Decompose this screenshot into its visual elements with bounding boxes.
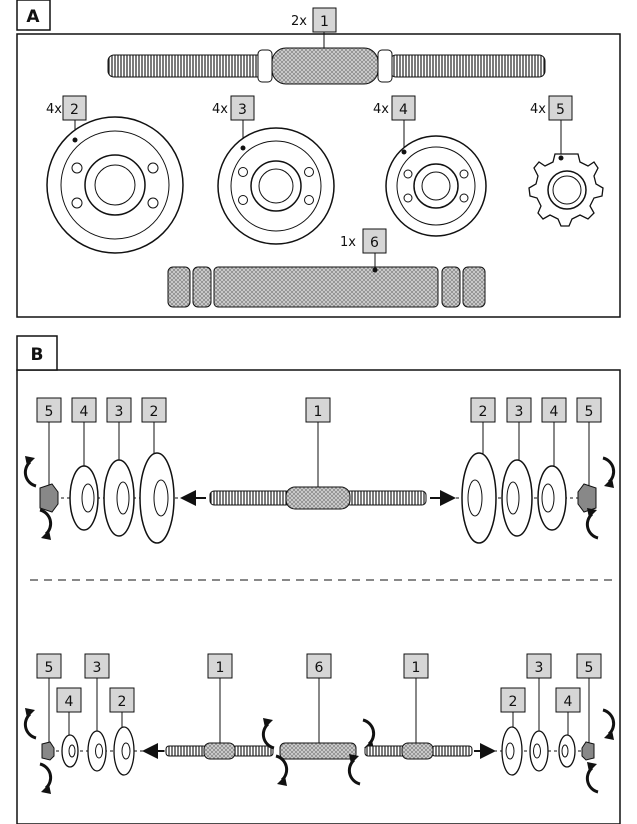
bottom-label-bar-left: 1 [216, 660, 225, 676]
top-center-label: 1 [306, 398, 330, 490]
panel-a-letter: A [26, 7, 40, 27]
bottom-label-bar-right: 1 [412, 660, 421, 676]
panel-b-letter: B [31, 345, 44, 365]
top-left-label-3: 3 [115, 404, 124, 420]
part-1-bar [108, 48, 545, 84]
bottom-label-left-4: 4 [65, 694, 74, 710]
part-1-qty: 2x [291, 14, 307, 29]
part-6-label: 6 [370, 235, 379, 251]
top-right-label-4: 4 [550, 404, 559, 420]
part-5-nut [529, 154, 603, 226]
top-assembly [25, 453, 614, 543]
panel-a: A 2x 1 4x 2 4x [17, 0, 620, 317]
part-3-label: 3 [238, 102, 247, 118]
part-2-qty: 4x [46, 102, 62, 117]
bottom-label-right-2: 2 [509, 694, 518, 710]
part-5-label: 5 [556, 102, 565, 118]
part-5-qty: 4x [530, 102, 546, 117]
top-left-label-4: 4 [80, 404, 89, 420]
top-left-label-2: 2 [150, 404, 159, 420]
bottom-label-right-4: 4 [564, 694, 573, 710]
bottom-label-right-5: 5 [585, 660, 594, 676]
bottom-label-left-3: 3 [93, 660, 102, 676]
bottom-label-right-3: 3 [535, 660, 544, 676]
top-right-label-5: 5 [585, 404, 594, 420]
part-3-disc [218, 128, 334, 244]
part-1-label: 1 [320, 14, 329, 30]
bottom-label-left-2: 2 [118, 694, 127, 710]
part-4-qty: 4x [373, 102, 389, 117]
top-left-label-5: 5 [45, 404, 54, 420]
part-4-label: 4 [399, 102, 408, 118]
top-right-label-2: 2 [479, 404, 488, 420]
top-center-label-1: 1 [314, 404, 323, 420]
part-6-qty: 1x [340, 235, 356, 250]
part-2-label: 2 [70, 102, 79, 118]
part-4-disc [386, 136, 486, 236]
part-6-connector [168, 267, 485, 307]
part-3-qty: 4x [212, 102, 228, 117]
top-right-label-3: 3 [515, 404, 524, 420]
bottom-label-connector: 6 [315, 660, 324, 676]
panel-b: B 5 4 3 2 1 2 3 4 [17, 336, 620, 824]
bottom-label-left-5: 5 [45, 660, 54, 676]
part-2-disc [47, 117, 183, 253]
